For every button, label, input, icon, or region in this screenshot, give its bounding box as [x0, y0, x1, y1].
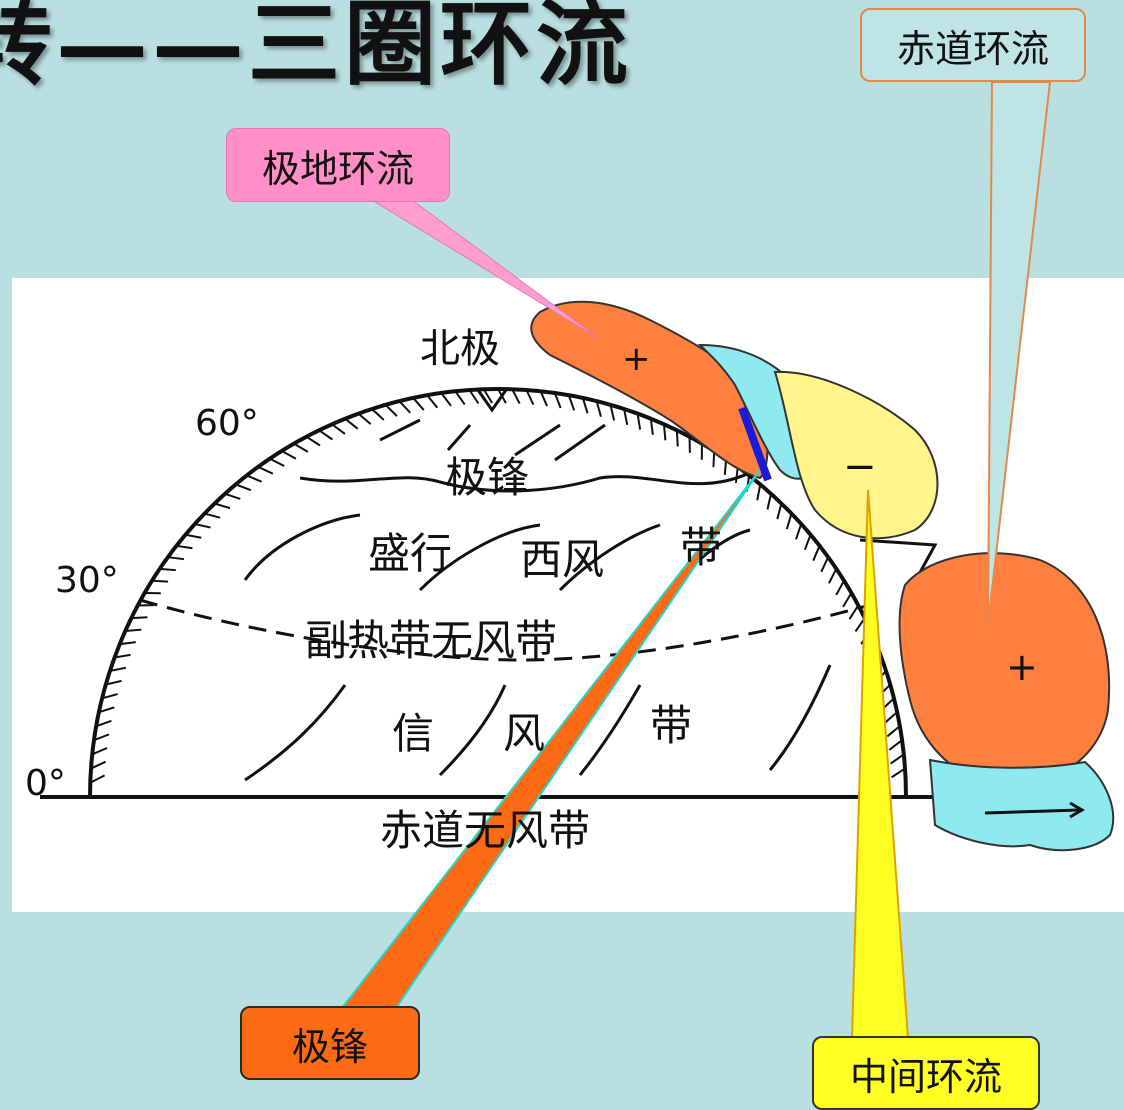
hatch-mark [796, 524, 801, 539]
polar-easterly-arrow [448, 425, 470, 450]
subtropical-calm-label: 副热带无风带 [305, 616, 557, 665]
hatch-mark [152, 581, 168, 582]
hatch-mark [386, 405, 397, 416]
hatch-mark [215, 504, 230, 509]
westerlies-label-1: 盛行 [368, 529, 452, 578]
westerly-arrow [245, 515, 360, 580]
trade-winds-label-3: 带 [650, 701, 692, 750]
hatch-mark [319, 430, 332, 439]
hatch-mark [236, 484, 251, 490]
hatch-mark [282, 451, 296, 459]
hatch-mark [225, 494, 240, 499]
westerlies-label-2: 西风 [520, 535, 604, 584]
hatch-mark [345, 419, 358, 429]
hatch-mark [427, 395, 437, 407]
equatorial-cell-pointer [988, 82, 1050, 625]
hatch-mark [805, 535, 811, 550]
hatch-mark [829, 569, 836, 583]
hatch-mark [757, 484, 760, 500]
polar-cell-sign: + [622, 339, 651, 379]
hatch-mark [889, 740, 902, 750]
hatch-mark [413, 398, 424, 410]
equatorial-cell-callout: 赤道环流 [860, 8, 1086, 82]
polar-easterly-arrow [555, 425, 605, 460]
equatorial-surface-flow [930, 760, 1113, 850]
hatch-mark [850, 605, 859, 619]
pole-marker [478, 390, 506, 410]
hatch-mark [205, 514, 221, 518]
hatch-mark [247, 475, 262, 481]
hatch-mark [176, 546, 192, 548]
trade-wind-arrow [245, 685, 345, 780]
hatch-mark [372, 409, 384, 420]
lat-0-label: 0° [25, 763, 66, 804]
hatch-mark [185, 535, 201, 538]
hatch-mark [836, 581, 844, 595]
hatch-mark [258, 467, 273, 474]
hatch-mark [131, 617, 147, 618]
hatch-mark [787, 514, 792, 529]
north-pole-label: 北极 [420, 326, 500, 372]
middle-cell-pointer [852, 490, 908, 1038]
hatch-mark [195, 524, 211, 528]
middle-cell-sign: − [843, 444, 877, 490]
polar-easterly-arrow [380, 420, 420, 440]
lat-30-label: 30° [55, 560, 119, 601]
equatorial-cell-sign: + [1006, 645, 1038, 689]
hatch-mark [813, 546, 819, 561]
hatch-mark [777, 504, 781, 520]
polar-front-diagram-label: 极锋 [445, 453, 529, 502]
hatch-mark [294, 444, 308, 452]
hatch-mark [887, 726, 899, 736]
lat-60-label: 60° [195, 403, 259, 444]
hatch-mark [885, 712, 897, 723]
hatch-mark [399, 401, 410, 413]
hatch-mark [441, 393, 451, 406]
hatch-mark [470, 390, 479, 403]
equatorial-cell [900, 553, 1110, 785]
trade-winds-label-1: 信 [392, 709, 434, 758]
hatch-mark [270, 459, 284, 466]
hatch-mark [821, 557, 828, 572]
hatch-mark [677, 430, 678, 446]
hatch-mark [332, 424, 345, 434]
hatch-mark [767, 494, 771, 510]
trade-wind-arrow [770, 665, 830, 770]
equatorial-calm-label: 赤道无风带 [380, 806, 590, 855]
hatch-mark [892, 769, 905, 778]
hatch-mark [306, 437, 320, 446]
polar-cell-callout: 极地环流 [226, 128, 450, 202]
hatch-mark [160, 569, 176, 570]
polar-front-callout: 极锋 [240, 1006, 420, 1080]
hatch-mark [358, 414, 370, 425]
polar-cell-pointer [372, 200, 598, 338]
trade-wind-arrow [440, 685, 505, 775]
hatch-mark [843, 593, 851, 607]
westerlies-label-3: 带 [680, 523, 722, 572]
hatch-mark [455, 391, 464, 404]
trade-winds-label-2: 风 [503, 709, 545, 758]
middle-cell-callout: 中间环流 [812, 1036, 1040, 1110]
hatch-mark [891, 754, 904, 763]
hatch-mark [168, 557, 184, 559]
polar-easterly-arrow [515, 425, 560, 455]
